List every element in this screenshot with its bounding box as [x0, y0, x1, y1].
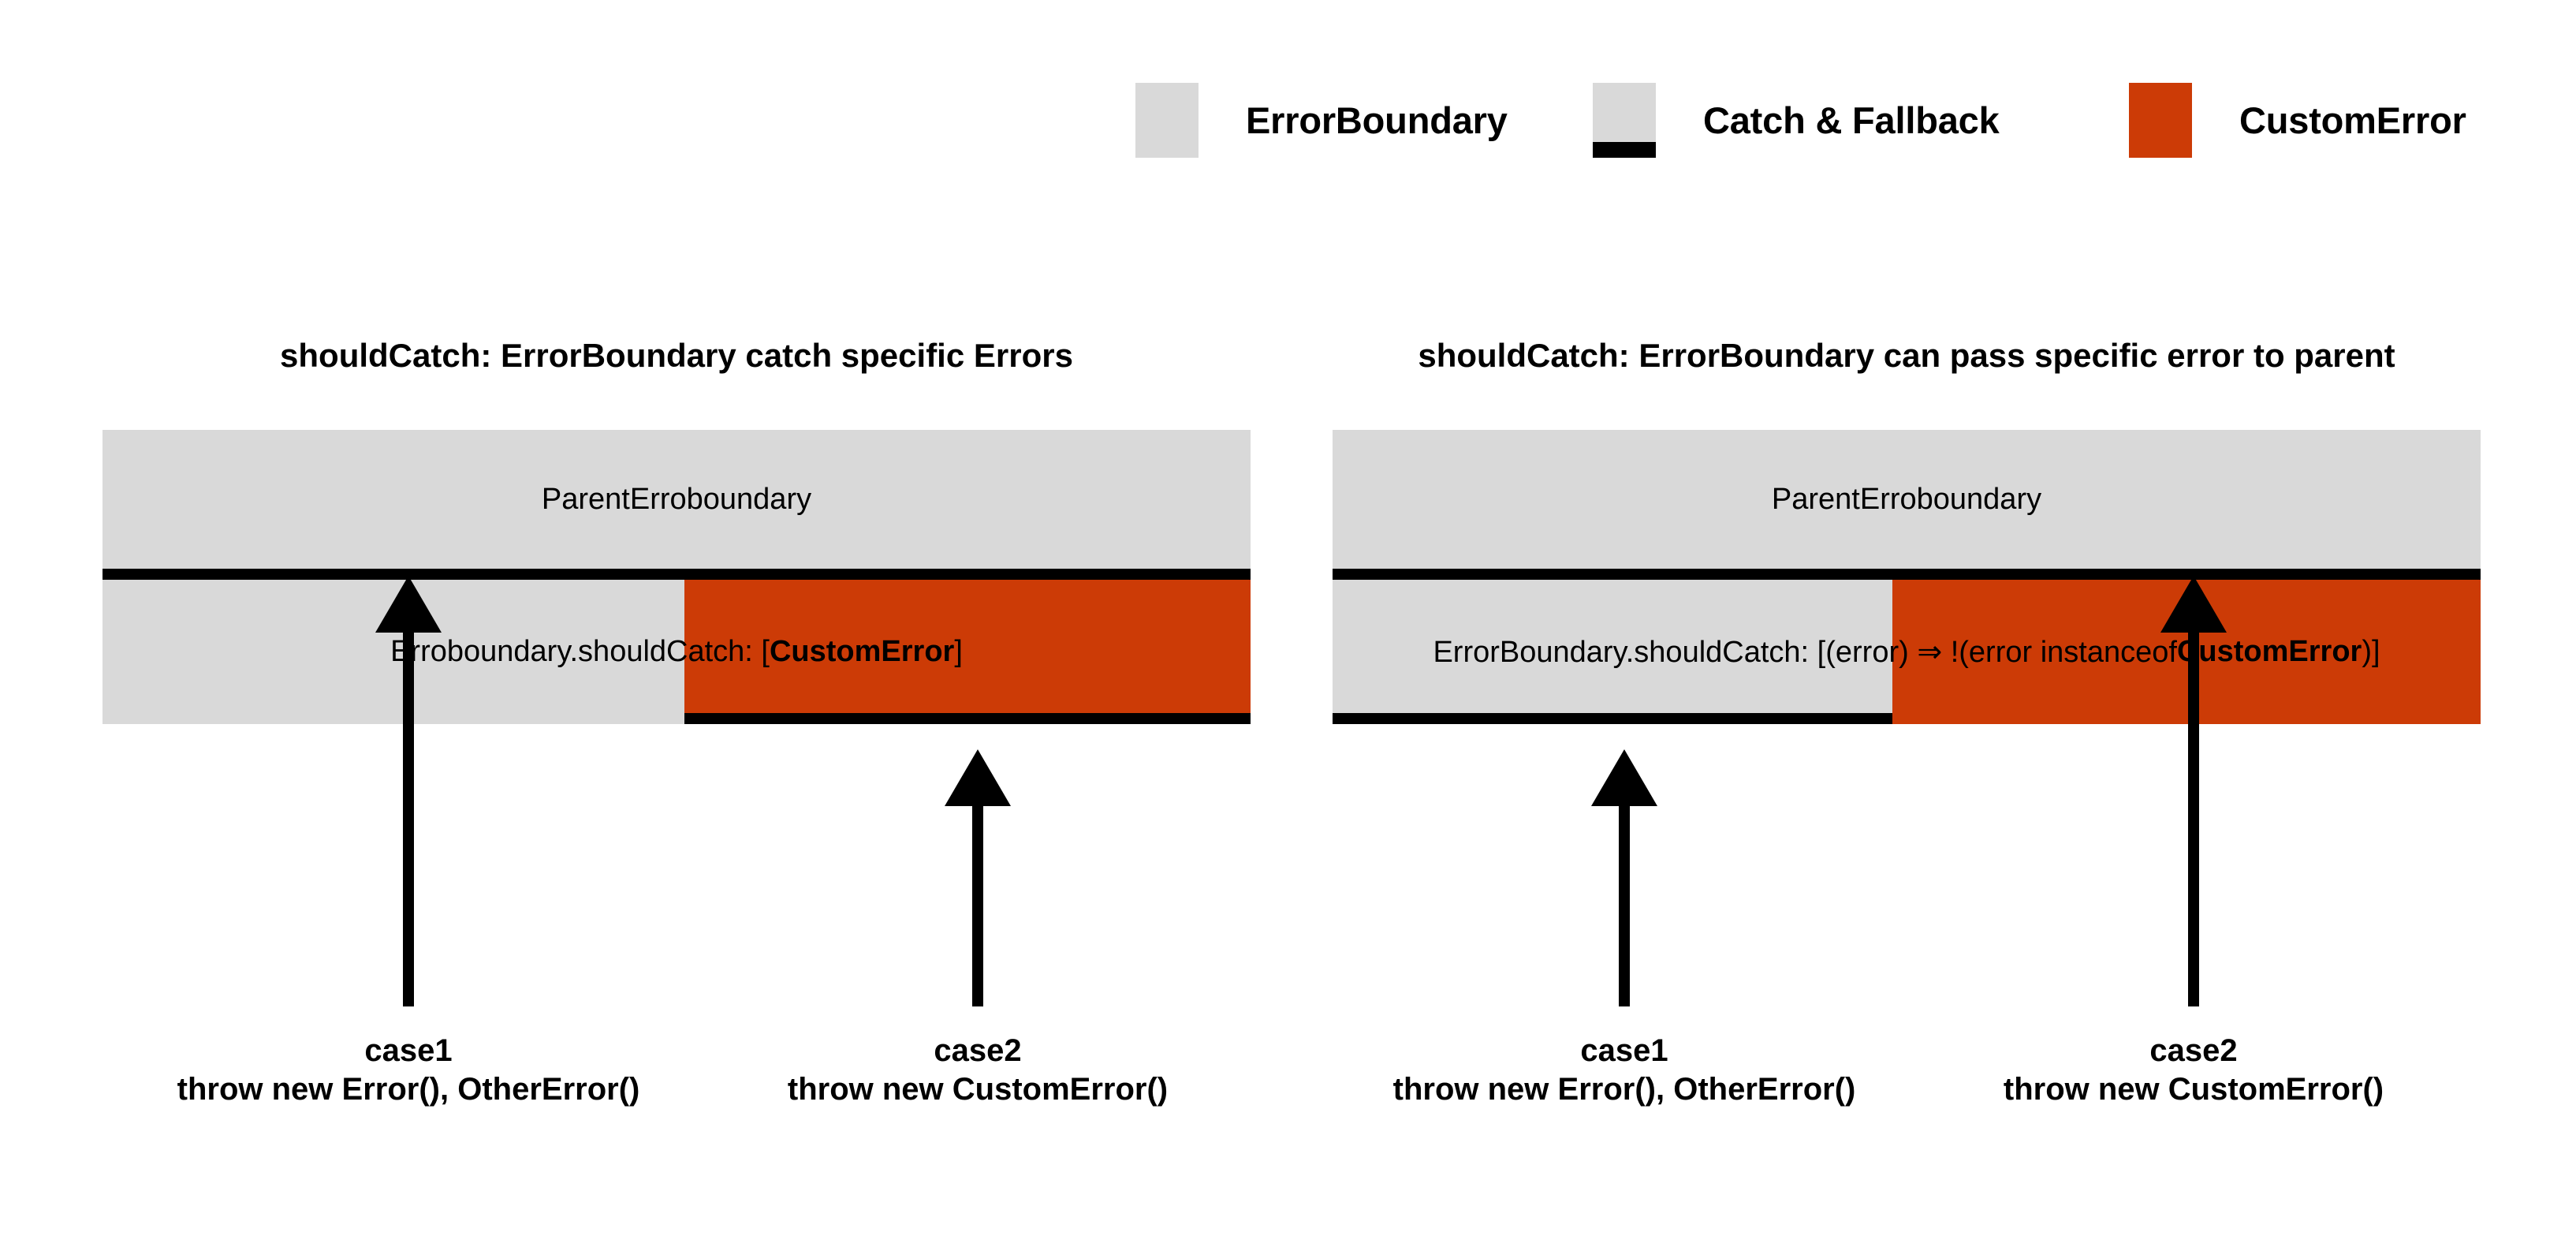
legend-label-error-boundary: ErrorBoundary [1246, 99, 1508, 141]
custom-error-segment-left [684, 580, 1251, 724]
caption-case-label: case2 [2149, 1033, 2238, 1068]
panel-should-catch-pass-to-parent: shouldCatch: ErrorBoundary can pass spec… [1333, 339, 2481, 1128]
caption-left-case2: case2 throw new CustomError() [733, 1032, 1222, 1109]
arrow-head-icon [1591, 749, 1657, 806]
panel-should-catch-specific-errors: shouldCatch: ErrorBoundary catch specifi… [103, 339, 1251, 1128]
panel-title-left: shouldCatch: ErrorBoundary catch specifi… [280, 337, 1073, 374]
child-row-right: ErrorBoundary.shouldCatch: [(error) ⇒ !(… [1333, 580, 2481, 724]
catch-fallback-bar-right-top [1333, 569, 2481, 580]
caption-left-case1: case1 throw new Error(), OtherError() [164, 1032, 653, 1109]
diagram-right: ParentErroboundary ErrorBoundary.shouldC… [1333, 430, 2481, 724]
arrow-shaft [1619, 800, 1630, 1006]
panel-title-right: shouldCatch: ErrorBoundary can pass spec… [1418, 337, 2395, 374]
caption-throw-statement: throw new CustomError() [787, 1071, 1169, 1107]
legend-label-custom-error: CustomError [2239, 99, 2466, 141]
legend-item-catch-fallback: Catch & Fallback [1593, 83, 2000, 158]
catch-fallback-bar-left-top [103, 569, 1251, 580]
diagram-left: ParentErroboundary Erroboundary.shouldCa… [103, 430, 1251, 724]
error-boundary-swatch [1135, 83, 1199, 158]
legend-item-error-boundary: ErrorBoundary [1135, 83, 1508, 158]
catch-fallback-swatch [1593, 83, 1656, 158]
arrow-shaft [972, 800, 983, 1006]
catch-fallback-underbar [1593, 142, 1656, 158]
caption-throw-statement: throw new Error(), OtherError() [1392, 1071, 1856, 1107]
caption-right-case1: case1 throw new Error(), OtherError() [1380, 1032, 1869, 1109]
parent-error-boundary-label-right: ParentErroboundary [1771, 482, 2042, 516]
arrow-head-icon [2160, 576, 2227, 633]
catch-fallback-bar-right-bottom [1333, 713, 1892, 724]
parent-error-boundary-box-right: ParentErroboundary [1333, 430, 2481, 569]
arrow-shaft [2188, 626, 2199, 1006]
caption-case-label: case1 [364, 1033, 453, 1068]
legend-item-custom-error: CustomError [2129, 83, 2466, 158]
custom-error-swatch [2129, 83, 2192, 158]
caption-right-case2: case2 throw new CustomError() [1949, 1032, 2438, 1109]
caption-case-label: case1 [1580, 1033, 1668, 1068]
arrow-head-icon [375, 576, 442, 633]
parent-error-boundary-box-left: ParentErroboundary [103, 430, 1251, 569]
legend: ErrorBoundary Catch & Fallback CustomErr… [0, 0, 2576, 205]
caption-case-label: case2 [934, 1033, 1022, 1068]
child-row-left: Erroboundary.shouldCatch: [CustomError] [103, 580, 1251, 724]
caption-throw-statement: throw new Error(), OtherError() [177, 1071, 640, 1107]
arrow-head-icon [945, 749, 1011, 806]
catch-fallback-bar-left-bottom [684, 713, 1251, 724]
legend-label-catch-fallback: Catch & Fallback [1703, 99, 2000, 141]
caption-throw-statement: throw new CustomError() [2003, 1071, 2384, 1107]
arrow-shaft [403, 626, 414, 1006]
parent-error-boundary-label-left: ParentErroboundary [541, 482, 812, 516]
error-boundary-segment-right [1333, 580, 1892, 724]
